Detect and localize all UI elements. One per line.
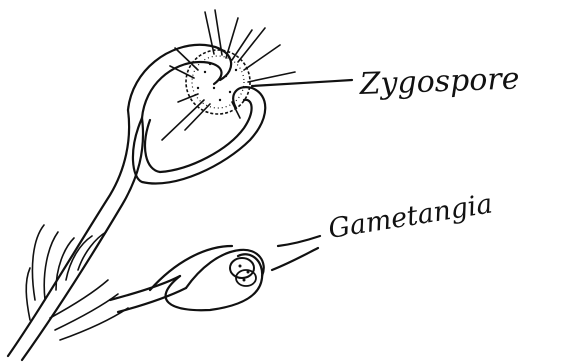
gametangia-label: Gametangia	[326, 188, 494, 245]
gametangia-pointer	[272, 236, 320, 270]
zygospore	[162, 10, 295, 140]
zygospore-spines	[162, 10, 295, 140]
lower-gametangia	[150, 246, 264, 310]
hyphal-stalks	[8, 110, 186, 360]
zygospore-label: Zygospore	[358, 61, 520, 102]
upper-gametangium	[128, 45, 265, 184]
branch-fringe	[26, 225, 128, 340]
gametangia-cells	[230, 258, 256, 286]
zygospore-pointer	[252, 80, 352, 86]
